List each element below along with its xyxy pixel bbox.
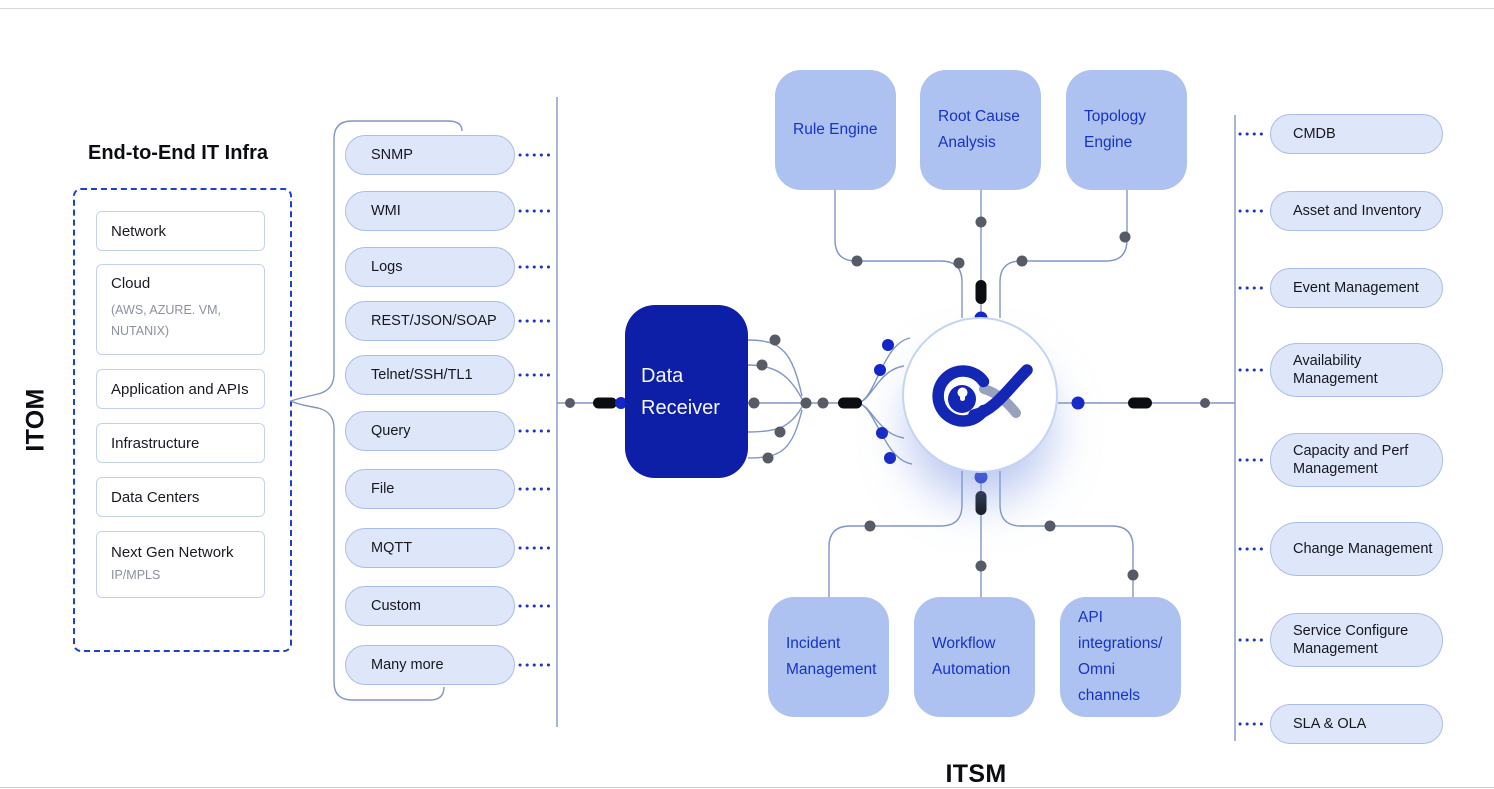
protocol-pill-rest: REST/JSON/SOAP	[345, 301, 515, 341]
node-workflow-automation: Workflow Automation	[914, 597, 1035, 717]
itsm-pill-availability: Availability Management	[1270, 343, 1443, 397]
infra-card-sublabel: IP/MPLS	[111, 567, 161, 582]
central-hub-circle	[902, 317, 1058, 473]
dotted-links-left	[518, 153, 554, 667]
itsm-pill-change: Change Management	[1270, 522, 1443, 576]
protocol-pill-wmi: WMI	[345, 191, 515, 231]
data-receiver-node: Data Receiver	[625, 305, 748, 478]
protocol-pill-snmp: SNMP	[345, 135, 515, 175]
node-topology-engine: Topology Engine	[1066, 70, 1187, 190]
infra-card-nextgen: Next Gen Network IP/MPLS	[96, 531, 265, 598]
itsm-section-label: ITSM	[945, 760, 1007, 788]
itsm-pill-event: Event Management	[1270, 268, 1443, 308]
protocol-pill-telnet: Telnet/SSH/TL1	[345, 355, 515, 395]
protocol-pill-file: File	[345, 469, 515, 509]
infra-card-infrastructure: Infrastructure	[96, 423, 265, 463]
top-divider	[0, 8, 1494, 9]
protocol-pill-mqtt: MQTT	[345, 528, 515, 568]
infra-card-label: Data Centers	[111, 488, 200, 506]
infra-card-label: Infrastructure	[111, 434, 200, 452]
infra-card-label: Application and APIs	[111, 380, 249, 398]
node-rule-engine: Rule Engine	[775, 70, 896, 190]
infra-card-datacenters: Data Centers	[96, 477, 265, 517]
protocol-pill-logs: Logs	[345, 247, 515, 287]
infra-card-label: Next Gen Network	[111, 544, 234, 561]
protocol-pill-manymore: Many more	[345, 645, 515, 685]
node-incident-management: Incident Management	[768, 597, 889, 717]
node-api-integrations: API integrations/ Omni channels	[1060, 597, 1181, 717]
itsm-pill-service-config: Service Configure Management	[1270, 613, 1443, 667]
packet-dots-gray	[565, 216, 1210, 581]
itsm-pill-asset: Asset and Inventory	[1270, 191, 1443, 231]
itsm-pill-cmdb: CMDB	[1270, 114, 1443, 154]
dotted-links-right	[1238, 132, 1268, 726]
protocol-pill-custom: Custom	[345, 586, 515, 626]
data-receiver-label: Data Receiver	[641, 364, 720, 419]
infra-card-cloud: Cloud (AWS, AZURE. VM, NUTANIX)	[96, 264, 265, 355]
protocols-brace	[289, 120, 463, 701]
infra-dashed-container	[73, 188, 292, 652]
eye-fish-brand-logo-icon	[932, 364, 1033, 427]
infra-card-apps: Application and APIs	[96, 369, 265, 409]
packet-capsules-black	[593, 280, 1152, 515]
itsm-pill-sla-ola: SLA & OLA	[1270, 704, 1443, 744]
infra-card-label: Cloud	[111, 275, 151, 292]
infra-title: End-to-End IT Infra	[88, 142, 268, 164]
protocol-pill-query: Query	[345, 411, 515, 451]
packet-dots-blue	[615, 311, 1085, 484]
infra-card-sublabel: (AWS, AZURE. VM, NUTANIX)	[111, 302, 221, 338]
infra-card-label: Network	[111, 222, 167, 240]
itsm-pill-capacity: Capacity and Perf Management	[1270, 433, 1443, 487]
node-root-cause: Root Cause Analysis	[920, 70, 1041, 190]
bottom-divider	[0, 787, 1494, 788]
infra-card-network: Network	[96, 211, 265, 251]
